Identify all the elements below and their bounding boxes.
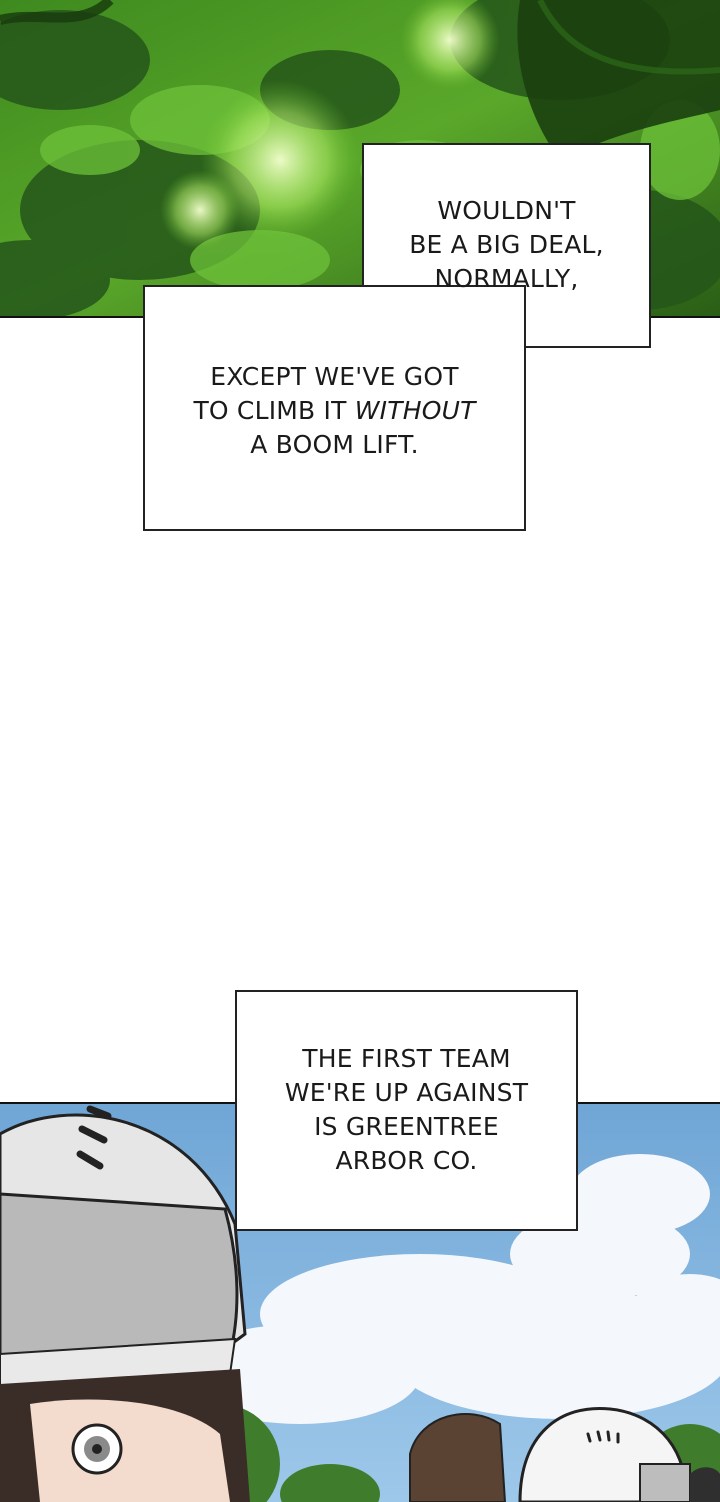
caption-line: TO CLIMB IT WITHOUT (143, 394, 526, 428)
forest-canopy-art (0, 0, 720, 316)
caption-line: ARBOR CO. (335, 1146, 478, 1175)
caption-line: WE'RE UP AGAINST (284, 1078, 529, 1107)
caption-text-first-team: THE FIRST TEAM WE'RE UP AGAINST IS GREEN… (235, 1042, 578, 1178)
caption-line: THE FIRST TEAM (302, 1044, 511, 1073)
caption-line: BE A BIG DEAL, (409, 230, 604, 259)
caption-text-wouldnt: WOULDN'T BE A BIG DEAL, NORMALLY, (362, 194, 651, 296)
caption-line: IS GREENTREE (314, 1112, 499, 1141)
caption-text-except: EXCEPT WE'VE GOT TO CLIMB IT WITHOUT A B… (143, 360, 526, 462)
caption-line: WOULDN'T (437, 196, 576, 225)
caption-line: EXCEPT WE'VE GOT (210, 362, 459, 391)
caption-line: NORMALLY, (434, 264, 579, 293)
caption-box-first-team (235, 990, 578, 1231)
forest-canopy-panel (0, 0, 720, 318)
caption-segment: TO CLIMB IT (193, 396, 355, 425)
caption-merge-patch (364, 287, 524, 346)
caption-emphasis: WITHOUT (354, 396, 476, 425)
caption-line: A BOOM LIFT. (250, 430, 419, 459)
